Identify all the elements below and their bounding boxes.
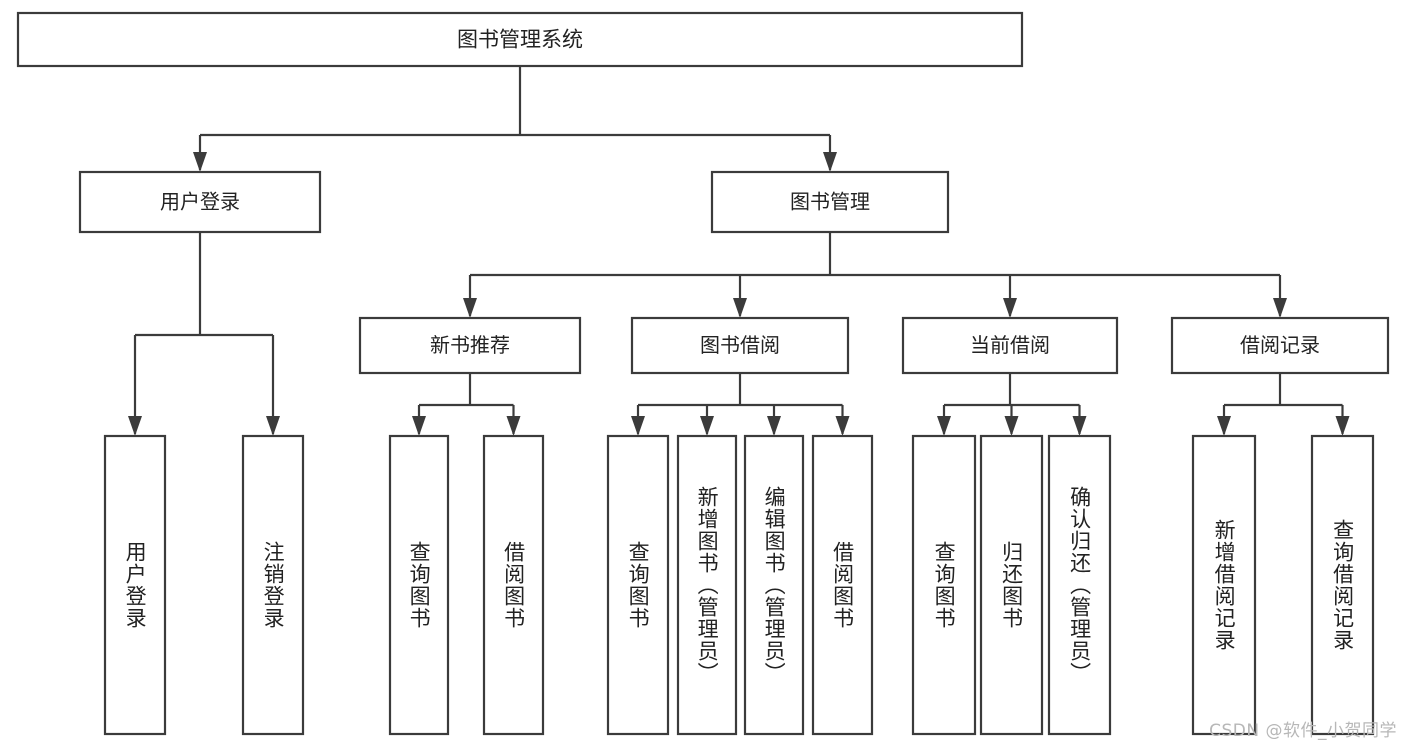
arrow-head-icon: [631, 416, 645, 436]
arrow-head-icon: [128, 416, 142, 436]
boxes-layer: [16, 11, 1390, 736]
arrow-head-icon: [733, 298, 747, 318]
node-leaf-box-8[interactable]: [911, 434, 977, 736]
node-leaf-box-9[interactable]: [979, 434, 1044, 736]
node-level1-box-1[interactable]: [710, 170, 950, 234]
node-leaf-box-5[interactable]: [676, 434, 738, 736]
node-leaf-box-12[interactable]: [1310, 434, 1375, 736]
arrow-head-icon: [1004, 416, 1019, 436]
node-level2-label-2: 当前借阅: [970, 333, 1050, 357]
node-level1-label-1: 图书管理: [790, 190, 870, 214]
node-leaf-box-0[interactable]: [103, 434, 167, 736]
node-leaf-box-11[interactable]: [1191, 434, 1257, 736]
node-level2-box-1[interactable]: [630, 316, 850, 375]
arrow-head-icon: [463, 298, 477, 318]
node-root-label: 图书管理系统: [457, 28, 583, 52]
arrow-head-icon: [937, 416, 951, 436]
node-leaf-box-3[interactable]: [482, 434, 545, 736]
arrow-head-icon: [767, 416, 781, 436]
node-level2-label-3: 借阅记录: [1240, 333, 1320, 357]
arrow-head-icon: [506, 416, 521, 436]
arrow-head-icon: [1003, 298, 1017, 318]
csdn-watermark: CSDN @软件_小贺同学: [1209, 721, 1397, 741]
arrow-head-icon: [266, 416, 280, 436]
arrow-head-icon: [412, 416, 426, 436]
arrow-head-icon: [835, 416, 850, 436]
node-root-box[interactable]: [16, 11, 1024, 68]
arrow-head-icon: [1335, 416, 1350, 436]
arrow-head-icon: [193, 152, 207, 172]
arrow-head-icon: [1217, 416, 1231, 436]
node-leaf-box-2[interactable]: [388, 434, 450, 736]
node-level1-box-0[interactable]: [78, 170, 322, 234]
node-leaf-box-10[interactable]: [1047, 434, 1112, 736]
arrow-head-icon: [1273, 298, 1287, 318]
node-leaf-box-1[interactable]: [241, 434, 305, 736]
arrow-head-icon: [823, 152, 837, 172]
node-level2-label-1: 图书借阅: [700, 333, 780, 357]
node-level2-box-0[interactable]: [358, 316, 582, 375]
node-leaf-box-4[interactable]: [606, 434, 670, 736]
node-level2-box-2[interactable]: [901, 316, 1119, 375]
node-leaf-box-6[interactable]: [743, 434, 805, 736]
arrow-head-icon: [1072, 416, 1087, 436]
node-leaf-box-7[interactable]: [811, 434, 874, 736]
node-level2-label-0: 新书推荐: [430, 333, 510, 357]
node-level2-box-3[interactable]: [1170, 316, 1390, 375]
node-level1-label-0: 用户登录: [160, 190, 240, 214]
edges-layer: [128, 66, 1350, 436]
arrow-head-icon: [700, 416, 714, 436]
